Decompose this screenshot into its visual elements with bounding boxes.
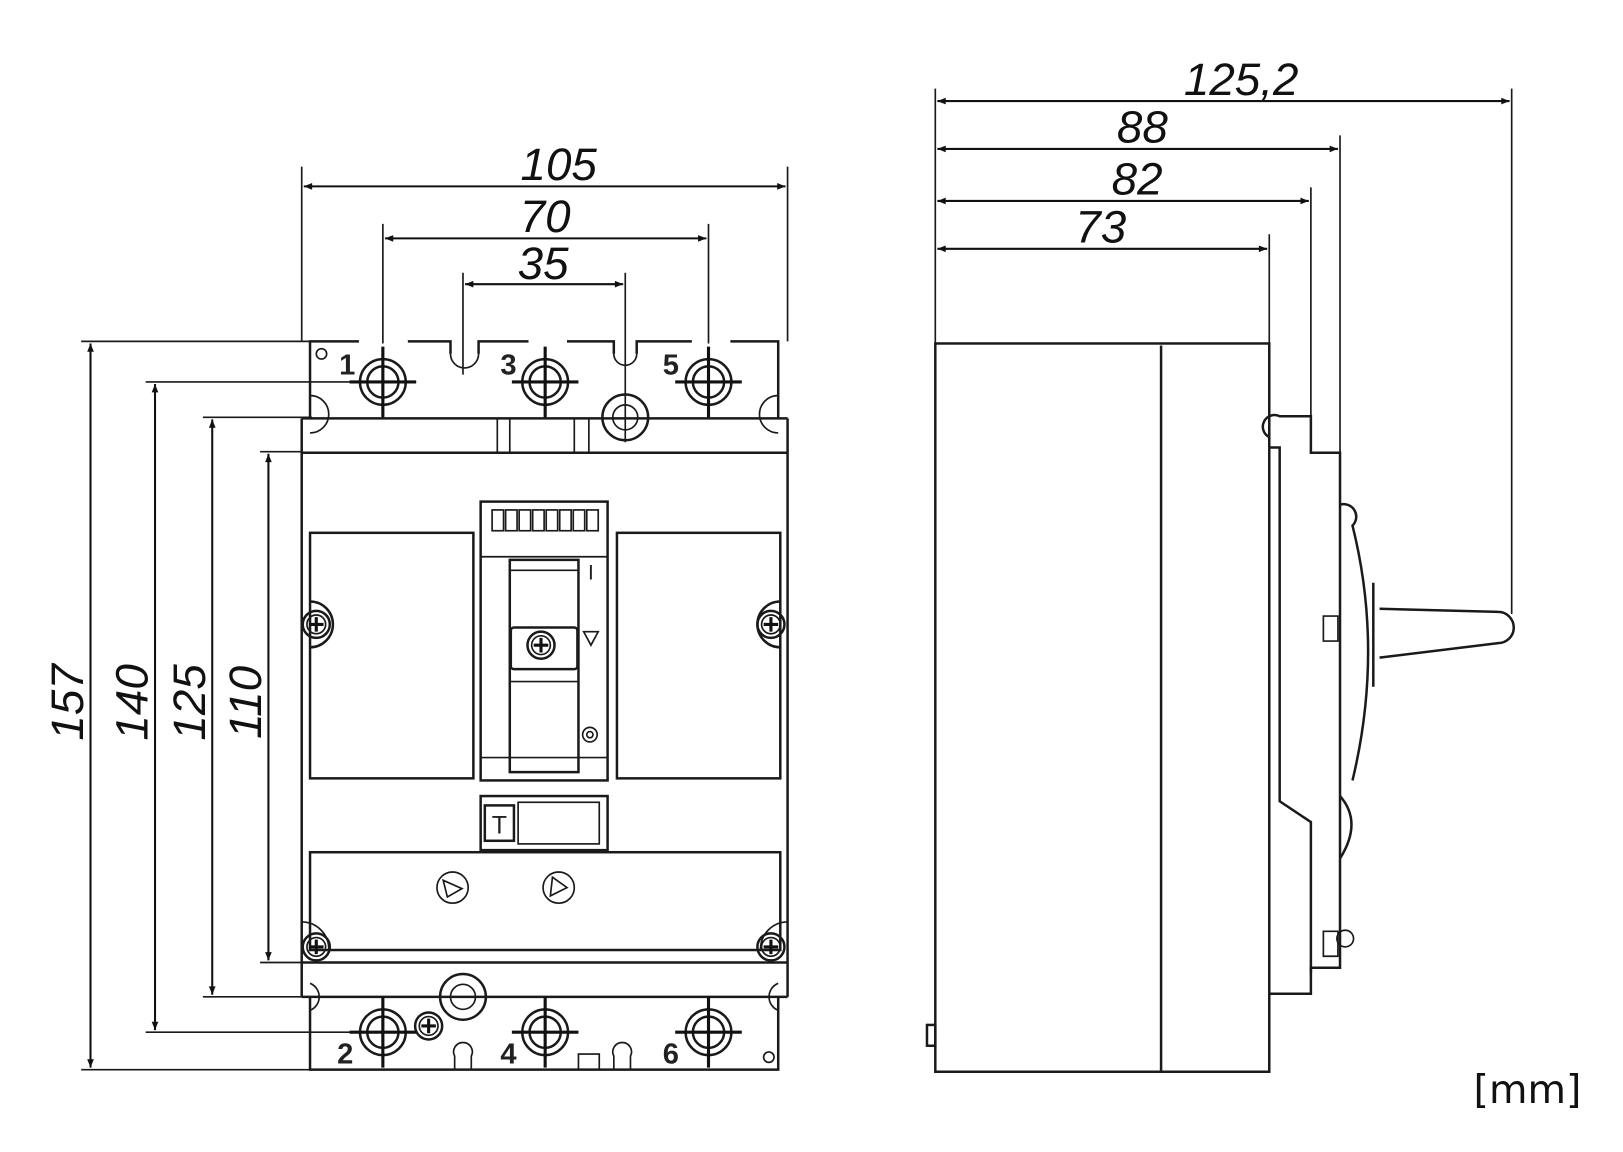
terminal-label-2: 2 <box>337 1038 353 1070</box>
dimension-157: 157 <box>42 343 94 1068</box>
terminal-label-5: 5 <box>663 350 679 382</box>
units-label: [mm] <box>1474 1067 1582 1113</box>
svg-text:125: 125 <box>164 664 215 741</box>
dimension-105: 105 <box>303 139 786 190</box>
terminal-label-3: 3 <box>500 350 516 382</box>
svg-text:70: 70 <box>520 191 571 242</box>
svg-text:157: 157 <box>42 663 93 741</box>
svg-text:88: 88 <box>1117 102 1168 153</box>
dimension-140: 140 <box>107 384 159 1031</box>
dimension-82: 82 <box>937 154 1309 205</box>
svg-text:125,2: 125,2 <box>1184 54 1299 105</box>
svg-text:73: 73 <box>1075 202 1126 253</box>
svg-text:T: T <box>492 811 507 839</box>
side-view: 125,2 88 82 73 <box>925 54 1515 1073</box>
terminal-label-6: 6 <box>663 1038 679 1070</box>
svg-text:110: 110 <box>220 665 271 739</box>
svg-text:140: 140 <box>107 664 158 741</box>
breaker-handle-area: I <box>479 500 609 782</box>
dimension-125-2: 125,2 <box>937 54 1510 105</box>
test-button[interactable]: T <box>479 794 609 852</box>
svg-text:35: 35 <box>518 238 569 289</box>
front-view: 105 70 35 157 140 125 110 <box>42 139 789 1071</box>
svg-text:105: 105 <box>521 139 598 190</box>
dimension-88: 88 <box>937 102 1338 153</box>
terminal-label-4: 4 <box>500 1038 517 1070</box>
terminal-label-1: 1 <box>339 350 355 382</box>
dimension-110: 110 <box>220 453 272 961</box>
dimension-70: 70 <box>384 191 707 242</box>
dimension-73: 73 <box>937 202 1268 253</box>
on-marker: I <box>588 562 594 585</box>
dimension-35: 35 <box>465 238 624 289</box>
svg-text:82: 82 <box>1112 154 1163 205</box>
dimension-125: 125 <box>164 419 216 995</box>
